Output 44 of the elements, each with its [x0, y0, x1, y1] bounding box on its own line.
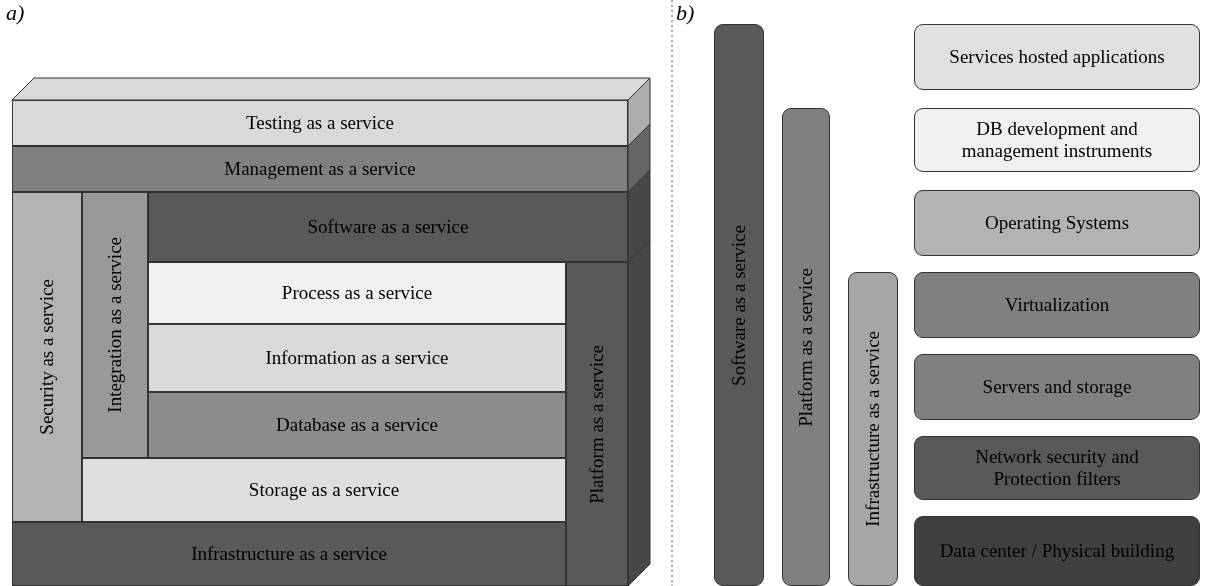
layer-label: Data center / Physical building [938, 540, 1176, 562]
layer-label: Software as a service [306, 216, 470, 238]
layer-label: Infrastructure as a service [190, 543, 388, 565]
stack-bar [714, 24, 764, 586]
layer-label: Storage as a service [247, 479, 401, 501]
layer-block [566, 262, 628, 586]
layer-label: Platform as a service [795, 267, 817, 427]
layer-block [12, 522, 566, 586]
layer-block [12, 146, 628, 192]
layer-box [914, 354, 1200, 420]
layer-block [12, 192, 82, 522]
layer-label: Platform as a service [586, 344, 608, 504]
layer-label: Integration as a service [104, 237, 126, 413]
layer-label: Software as a service [728, 224, 750, 386]
layer-label: Network security and Protection filters [974, 446, 1140, 490]
panel-label: b) [676, 0, 695, 26]
panel-label: a) [6, 0, 25, 26]
layer-label: Database as a service [275, 414, 439, 436]
layer-block [148, 324, 566, 392]
layer-block [12, 100, 628, 146]
stack-bar [782, 108, 830, 586]
layer-label: Services hosted applications [948, 46, 1166, 68]
layer-block [82, 458, 566, 522]
layer-label: Infrastructure as a service [862, 331, 884, 527]
stack-bar [848, 272, 898, 586]
layer-label: Security as a service [36, 279, 58, 435]
layer-label: Testing as a service [245, 112, 395, 134]
layer-block [148, 262, 566, 324]
layer-box [914, 190, 1200, 256]
layer-block [148, 392, 566, 458]
layer-label: Information as a service [264, 347, 450, 369]
layer-label: Virtualization [1003, 294, 1111, 316]
layer-label: Process as a service [280, 282, 434, 304]
layer-box [914, 272, 1200, 338]
layer-label: Servers and storage [981, 376, 1133, 398]
layer-box [914, 108, 1200, 172]
layer-block [148, 192, 628, 262]
layer-box [914, 24, 1200, 90]
layer-block [82, 192, 148, 458]
layer-box [914, 516, 1200, 586]
layer-label: DB development and management instruments [960, 118, 1154, 162]
layer-box [914, 436, 1200, 500]
layer-label: Management as a service [223, 158, 417, 180]
layer-label: Operating Systems [983, 212, 1131, 234]
